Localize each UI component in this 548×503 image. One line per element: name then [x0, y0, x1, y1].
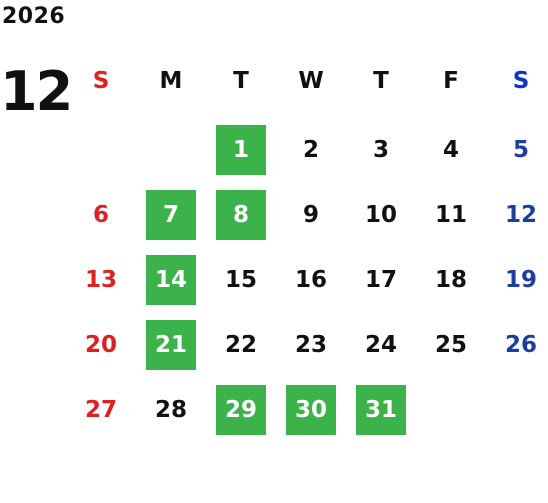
year-label: 2026 [2, 4, 66, 29]
day-cell-27[interactable]: 27 [84, 397, 117, 423]
day-cell-22[interactable]: 22 [224, 332, 257, 358]
day-cell-25[interactable]: 25 [434, 332, 467, 358]
weekday-header-wednesday: W [298, 68, 324, 94]
weekday-header-saturday: S [512, 68, 530, 94]
day-cell-12[interactable]: 12 [504, 202, 537, 228]
day-cell-21[interactable]: 21 [146, 320, 196, 370]
day-cell-6[interactable]: 6 [92, 202, 109, 228]
day-cell-18[interactable]: 18 [434, 267, 467, 293]
day-cell-19[interactable]: 19 [504, 267, 537, 293]
day-cell-14[interactable]: 14 [146, 255, 196, 305]
day-cell-28[interactable]: 28 [154, 397, 187, 423]
day-cell-8[interactable]: 8 [216, 190, 266, 240]
day-cell-13[interactable]: 13 [84, 267, 117, 293]
day-cell-29[interactable]: 29 [216, 385, 266, 435]
day-cell-20[interactable]: 20 [84, 332, 117, 358]
day-cell-4[interactable]: 4 [442, 137, 459, 163]
day-cell-31[interactable]: 31 [356, 385, 406, 435]
weekday-header-monday: M [159, 68, 183, 94]
day-cell-10[interactable]: 10 [364, 202, 397, 228]
day-cell-16[interactable]: 16 [294, 267, 327, 293]
day-cell-9[interactable]: 9 [302, 202, 319, 228]
day-cell-15[interactable]: 15 [224, 267, 257, 293]
weekday-header-tuesday: T [233, 68, 249, 94]
weekday-header-thursday: T [373, 68, 389, 94]
day-cell-3[interactable]: 3 [372, 137, 389, 163]
weekday-header-friday: F [443, 68, 459, 94]
day-cell-26[interactable]: 26 [504, 332, 537, 358]
day-cell-5[interactable]: 5 [512, 137, 529, 163]
month-number: 12 [0, 60, 73, 123]
day-cell-17[interactable]: 17 [364, 267, 397, 293]
day-cell-30[interactable]: 30 [286, 385, 336, 435]
day-cell-11[interactable]: 11 [434, 202, 467, 228]
day-cell-2[interactable]: 2 [302, 137, 319, 163]
day-cell-7[interactable]: 7 [146, 190, 196, 240]
day-cell-23[interactable]: 23 [294, 332, 327, 358]
weekday-header-sunday: S [92, 68, 110, 94]
day-cell-24[interactable]: 24 [364, 332, 397, 358]
day-cell-1[interactable]: 1 [216, 125, 266, 175]
